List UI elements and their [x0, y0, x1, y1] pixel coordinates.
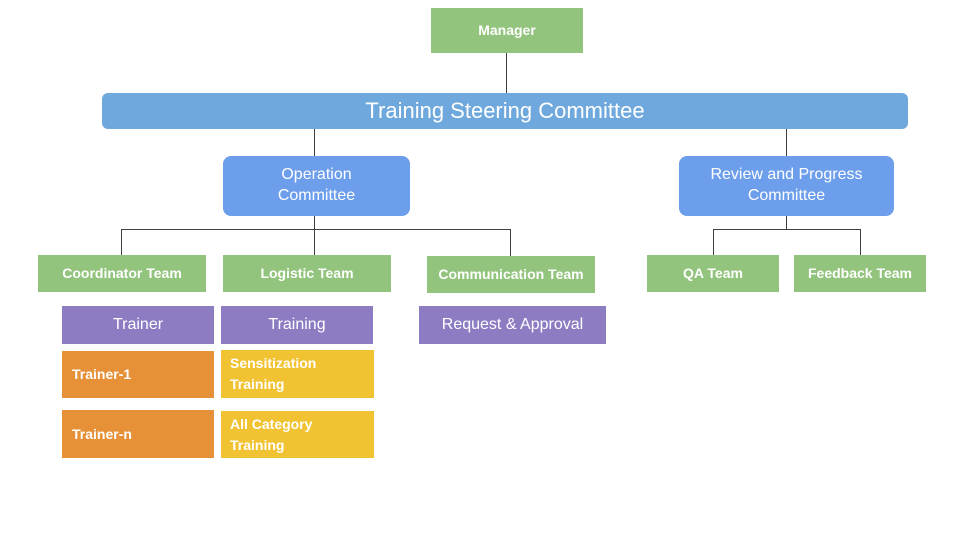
connector-review-down — [786, 216, 787, 229]
steering-committee-bar: Training Steering Committee — [102, 93, 908, 129]
training-item: All Category Training — [221, 411, 374, 458]
connector-to-coordinator — [121, 229, 122, 255]
coordinator-team-box: Coordinator Team — [38, 255, 206, 292]
communication-team-box: Communication Team — [427, 256, 595, 293]
connector-to-communication — [510, 229, 511, 256]
review-progress-committee-box: Review and Progress Committee — [679, 156, 894, 216]
training-header: Training — [221, 306, 373, 344]
connector-manager-steering — [506, 53, 507, 93]
connector-operation-horizontal — [121, 229, 511, 230]
trainer-header: Trainer — [62, 306, 214, 344]
connector-to-logistic — [314, 229, 315, 255]
logistic-team-box: Logistic Team — [223, 255, 391, 292]
trainer-item: Trainer-n — [62, 410, 214, 458]
qa-team-box: QA Team — [647, 255, 779, 292]
request-approval-header: Request & Approval — [419, 306, 606, 344]
feedback-team-box: Feedback Team — [794, 255, 926, 292]
manager-box: Manager — [431, 8, 583, 53]
trainer-item: Trainer-1 — [62, 351, 214, 398]
connector-to-qa — [713, 229, 714, 255]
operation-committee-box: Operation Committee — [223, 156, 410, 216]
connector-to-feedback — [860, 229, 861, 255]
connector-review-horizontal — [713, 229, 861, 230]
training-item: Sensitization Training — [221, 350, 374, 398]
connector-operation-down — [314, 216, 315, 229]
connector-steering-review — [786, 129, 787, 156]
connector-steering-operation — [314, 129, 315, 156]
